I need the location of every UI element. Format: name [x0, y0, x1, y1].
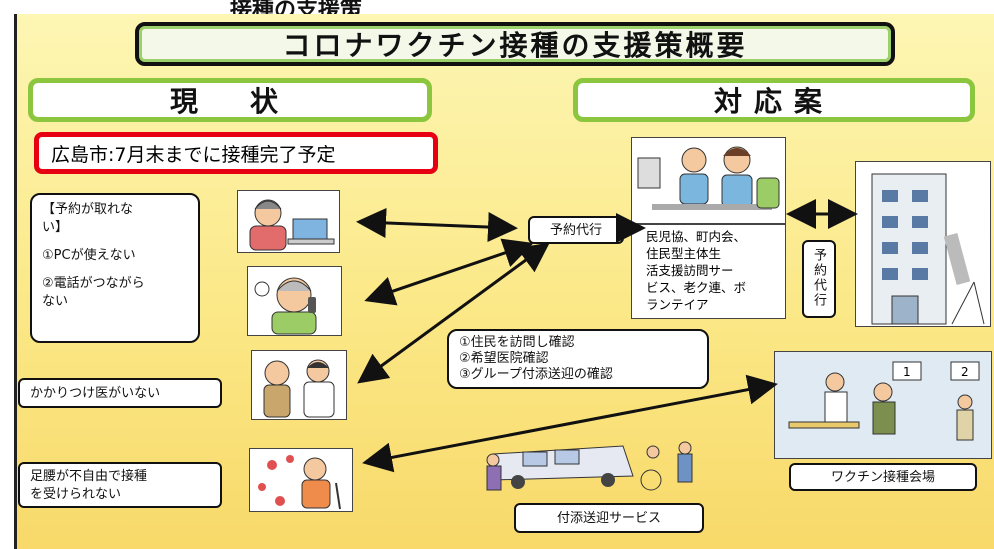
- proposal-heading: 対応案: [573, 78, 975, 122]
- helpers-line: 住民型主体生: [646, 246, 722, 261]
- arrow: [357, 242, 550, 384]
- call-center-illustration: [631, 137, 786, 224]
- reservation-problem-note: 【予約が取れな い】 ①PCが使えない ②電話がつながら ない: [30, 193, 200, 343]
- elderly-cane-illustration: [249, 448, 353, 512]
- label-line: を受けられない: [30, 487, 122, 502]
- vaccination-venue-illustration: 1 2: [774, 351, 992, 459]
- helpers-line: ランテイア: [646, 297, 709, 312]
- booth-number: 1: [903, 365, 911, 379]
- helpers-list: 民児協、町内会、 住民型主体生 活支援訪問サー ビス、老ク連、ボ ランテイア: [631, 224, 786, 319]
- mobility-problem-label: 足腰が不自由で接種 を受けられない: [18, 462, 222, 508]
- helpers-line: ビス、老ク連、ボ: [646, 280, 747, 295]
- arrow: [364, 238, 534, 306]
- no-family-doctor-label: かかりつけ医がいない: [18, 378, 222, 408]
- note-line: ②電話がつながら: [42, 276, 145, 291]
- note-line: ①PCが使えない: [42, 248, 136, 263]
- elderly-pc-illustration: [237, 190, 340, 253]
- label-line: 足腰が不自由で接種: [30, 469, 148, 484]
- current-status-heading: 現 状: [28, 78, 432, 122]
- doctor-patient-illustration: [251, 350, 347, 420]
- arrow: [362, 374, 778, 473]
- transport-label: 付添送迎サービス: [514, 503, 704, 533]
- venue-label: ワクチン接種会場: [789, 463, 977, 491]
- note-line: い】: [42, 220, 69, 235]
- deadline-box: 広島市:7月末までに接種完了予定: [34, 132, 438, 174]
- hospital-illustration: [855, 161, 991, 327]
- arrow: [356, 207, 518, 243]
- helpers-line: 活支援訪問サー: [646, 263, 734, 278]
- helpers-line: 民児協、町内会、: [646, 229, 747, 244]
- note-line: ない: [42, 294, 69, 309]
- proxy-booking-vertical-label: 予約代行: [802, 240, 836, 318]
- booth-number: 2: [961, 365, 969, 379]
- note-line: 【予約が取れな: [42, 202, 134, 217]
- elderly-phone-illustration: [247, 266, 342, 336]
- main-title-banner: コロナワクチン接種の支援策概要: [135, 22, 895, 66]
